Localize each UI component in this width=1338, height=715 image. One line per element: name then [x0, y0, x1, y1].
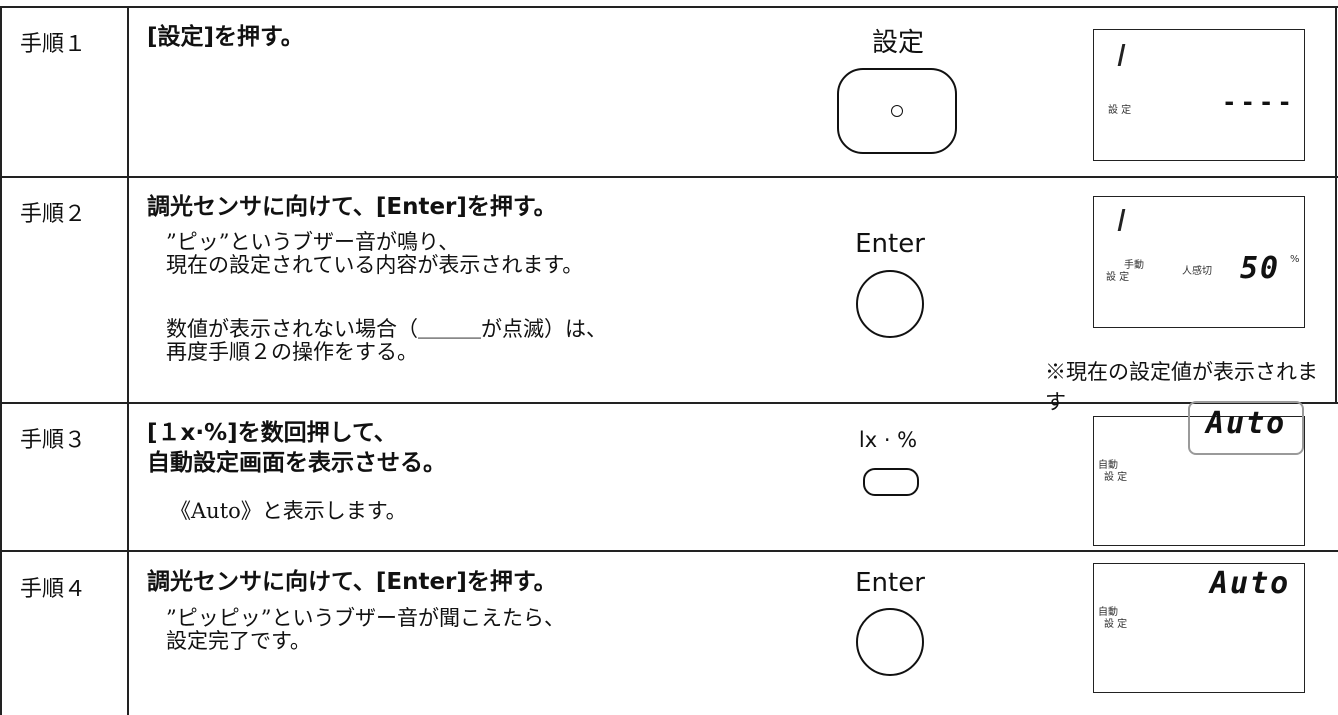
step-title: [設定]を押す。 [147, 24, 304, 50]
row-divider-2 [0, 402, 1338, 404]
step-title: [１x·%]を数回押して、 自動設定画面を表示させる。 [147, 418, 446, 478]
step-description: ”ピッ”というブザー音が鳴り、 現在の設定されている内容が表示されます。 [166, 231, 583, 277]
lcd-manual-label: 手動 [1124, 260, 1144, 271]
lcd-value: Auto [1210, 566, 1291, 601]
table-border-top [0, 6, 1338, 8]
table-border-left [0, 6, 2, 715]
lcd-digit-one-icon [1117, 44, 1126, 66]
desc-line: 設定完了です。 [166, 629, 311, 653]
desc-line: 再度手順２の操作をする。 [166, 340, 418, 364]
lcd-display: 設 定 ---- [1093, 29, 1305, 161]
lcd-setting-label: 設 定 [1104, 472, 1128, 483]
lcd-digit-one-icon [1117, 209, 1126, 231]
table-border-right [1335, 6, 1337, 402]
lcd-display: 自動 設 定 Auto [1093, 563, 1305, 693]
title-line: 自動設定画面を表示させる。 [147, 450, 446, 476]
lcd-display: 手動 設 定 人感切 50 % [1093, 196, 1305, 328]
lcd-motion-off-label: 人感切 [1182, 266, 1212, 277]
enter-button[interactable] [856, 270, 924, 338]
row-divider-3 [0, 550, 1338, 552]
step-label: 手順４ [20, 577, 87, 602]
row-divider-1 [0, 176, 1338, 178]
lcd-auto-highlight [1188, 401, 1304, 455]
enter-button[interactable] [856, 608, 924, 676]
lcd-unit: % [1290, 254, 1300, 265]
lcd-value: Auto [1206, 406, 1287, 441]
button-dot-icon [891, 105, 903, 117]
lcd-display: 自動 設 定 [1093, 416, 1305, 546]
step-description: 《Auto》と表示します。 [170, 499, 407, 523]
step-label: 手順２ [20, 202, 87, 227]
desc-line: 数値が表示されない場合（＿＿＿が点滅）は、 [166, 317, 607, 341]
step-description: ”ピッピッ”というブザー音が聞こえたら、 設定完了です。 [166, 607, 565, 653]
enter-button-label: Enter [855, 568, 925, 598]
step-description: 数値が表示されない場合（＿＿＿が点滅）は、 再度手順２の操作をする。 [166, 318, 607, 364]
column-divider [127, 6, 129, 715]
enter-button-label: Enter [855, 229, 925, 259]
desc-line: 現在の設定されている内容が表示されます。 [166, 253, 584, 277]
step-label: 手順１ [20, 32, 87, 57]
step-title: 調光センサに向けて、[Enter]を押す。 [147, 569, 557, 595]
lcd-auto-label: 自動 [1098, 607, 1118, 618]
lux-percent-button-label: lx · % [858, 428, 918, 452]
lux-percent-button[interactable] [863, 468, 919, 496]
title-line: [１x·%]を数回押して、 [147, 420, 397, 446]
desc-line: ”ピッピッ”というブザー音が聞こえたら、 [166, 606, 566, 630]
lcd-setting-label: 設 定 [1108, 105, 1132, 116]
lcd-auto-label: 自動 [1098, 460, 1118, 471]
settings-button[interactable] [837, 68, 957, 154]
lcd-setting-label: 設 定 [1106, 272, 1130, 283]
step-title: 調光センサに向けて、[Enter]を押す。 [147, 194, 557, 220]
desc-line: ”ピッ”というブザー音が鳴り、 [166, 230, 460, 254]
lcd-value: 50 [1240, 251, 1281, 286]
step-label: 手順３ [20, 428, 87, 453]
lcd-setting-label: 設 定 [1104, 619, 1128, 630]
settings-button-label: 設定 [871, 28, 924, 58]
current-value-note: ※現在の設定値が表示されます [1045, 360, 1318, 414]
lcd-dashes: ---- [1222, 88, 1296, 116]
